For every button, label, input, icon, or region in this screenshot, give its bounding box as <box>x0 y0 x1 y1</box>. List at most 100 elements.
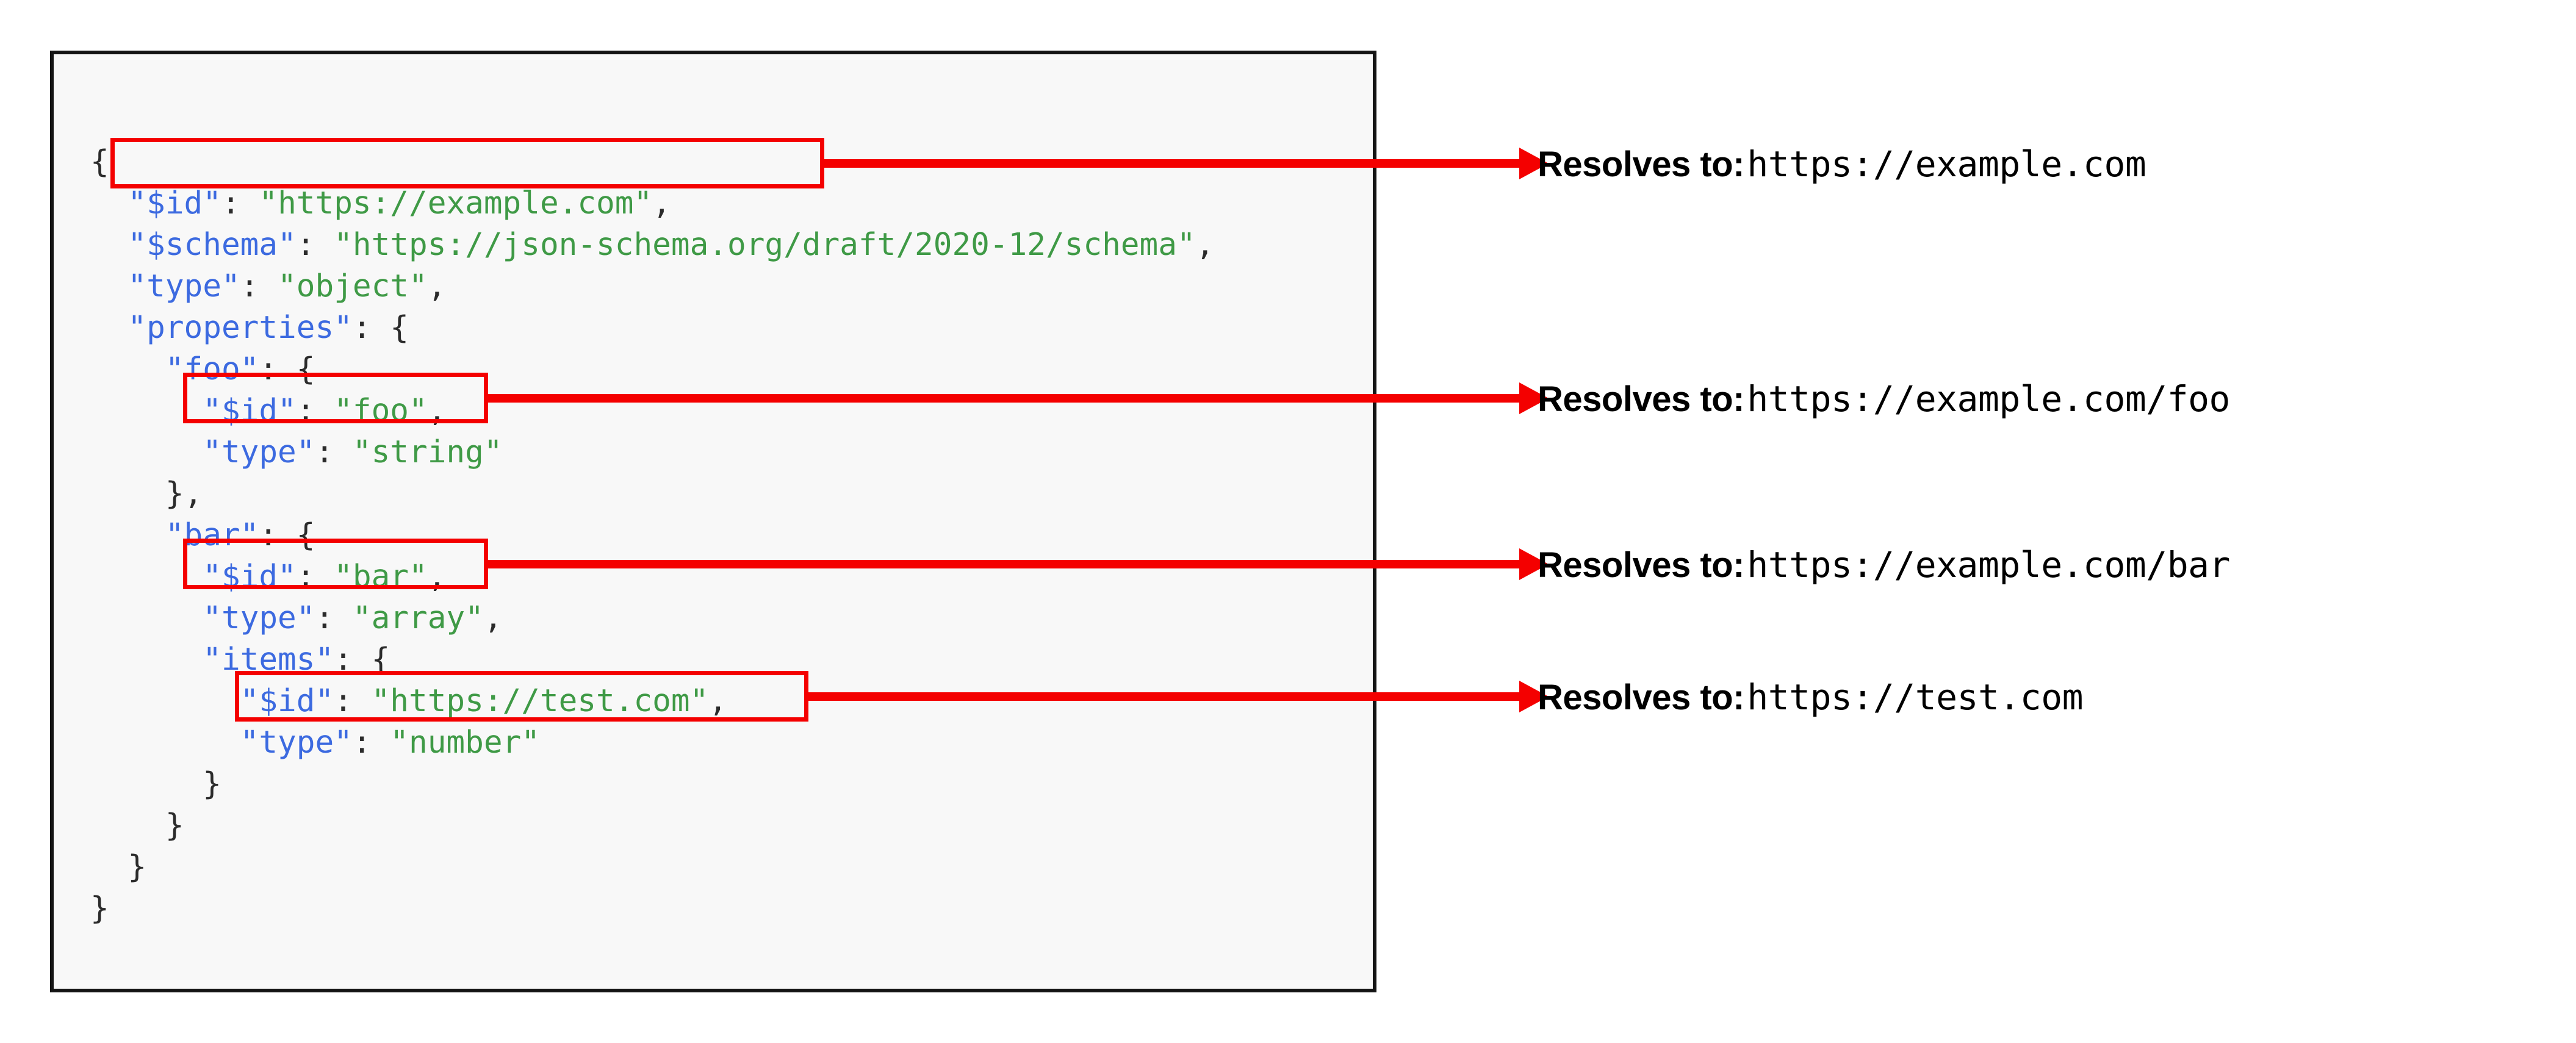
code-token: "array" <box>352 600 484 636</box>
code-token: : <box>221 185 259 221</box>
code-token: , <box>427 268 447 304</box>
arrow-shaft <box>807 692 1519 701</box>
code-token <box>90 351 165 387</box>
code-line: { <box>90 142 1214 183</box>
code-token: "number" <box>390 725 540 761</box>
code-line: } <box>90 805 1214 847</box>
code-line: "properties": { <box>90 307 1214 349</box>
arrow-shaft <box>486 394 1519 403</box>
code-token <box>90 600 203 636</box>
code-line: "$id": "https://test.com", <box>90 681 1214 722</box>
code-token <box>90 683 240 719</box>
annotation-resolves-to-3: Resolves to: https://example.com/bar <box>1538 547 2230 583</box>
annotation-url: https://example.com/foo <box>1747 378 2230 420</box>
arrow-head <box>1519 681 1549 712</box>
code-token: "bar" <box>165 517 259 553</box>
code-token: "string" <box>352 434 503 470</box>
code-token: "$id" <box>203 559 297 595</box>
annotation-label: Resolves to: <box>1538 545 1744 585</box>
code-token <box>90 517 165 553</box>
code-token: } <box>90 808 184 844</box>
code-token: : { <box>259 517 315 553</box>
code-token: "type" <box>203 600 315 636</box>
annotation-url: https://test.com <box>1747 676 2084 718</box>
json-code-listing: { "$id": "https://example.com", "$schema… <box>90 142 1214 930</box>
code-token: : <box>240 268 278 304</box>
code-token: , <box>708 683 727 719</box>
code-token <box>90 393 203 429</box>
annotation-label: Resolves to: <box>1538 145 1744 184</box>
code-line: "$schema": "https://json-schema.org/draf… <box>90 224 1214 266</box>
code-line: "type": "number" <box>90 722 1214 764</box>
code-token: "type" <box>240 725 353 761</box>
code-token <box>90 559 203 595</box>
code-line: } <box>90 847 1214 888</box>
annotation-url: https://example.com/bar <box>1747 544 2230 586</box>
code-token: : <box>352 725 390 761</box>
code-token: } <box>90 849 147 885</box>
code-token: "https://json-schema.org/draft/2020-12/s… <box>334 227 1196 263</box>
code-token: : <box>315 600 353 636</box>
code-token: , <box>652 185 671 221</box>
code-token: : <box>296 559 334 595</box>
code-token: "https://example.com" <box>259 185 653 221</box>
code-token: "$id" <box>240 683 334 719</box>
code-line: }, <box>90 473 1214 515</box>
code-token: "bar" <box>334 559 428 595</box>
code-token: "$schema" <box>128 227 297 263</box>
code-token: , <box>427 559 447 595</box>
code-token: "foo" <box>334 393 428 429</box>
code-token: "type" <box>203 434 315 470</box>
code-token: : { <box>352 310 409 346</box>
code-token: "foo" <box>165 351 259 387</box>
annotation-url: https://example.com <box>1747 143 2146 185</box>
arrow-shaft <box>486 560 1519 568</box>
code-token: "properties" <box>128 310 353 346</box>
code-token: : <box>296 227 334 263</box>
code-token: "type" <box>128 268 240 304</box>
code-token: , <box>483 600 503 636</box>
arrow-shaft <box>822 159 1519 168</box>
code-token: , <box>427 393 447 429</box>
arrow-head <box>1519 548 1549 580</box>
code-token <box>90 185 128 221</box>
code-line: "foo": { <box>90 349 1214 390</box>
code-token: : { <box>259 351 315 387</box>
code-token: "items" <box>203 642 334 678</box>
arrow-head <box>1519 382 1549 414</box>
code-token <box>90 268 128 304</box>
code-token: "$id" <box>128 185 221 221</box>
json-code-panel: { "$id": "https://example.com", "$schema… <box>50 51 1376 992</box>
code-token: } <box>90 766 221 802</box>
annotation-resolves-to-2: Resolves to: https://example.com/foo <box>1538 381 2230 417</box>
code-line: "type": "array", <box>90 598 1214 639</box>
code-token: : <box>315 434 353 470</box>
code-token <box>90 725 240 761</box>
annotation-resolves-to-1: Resolves to: https://example.com <box>1538 146 2146 182</box>
code-line: "type": "object", <box>90 266 1214 307</box>
annotation-resolves-to-4: Resolves to: https://test.com <box>1538 676 2084 718</box>
code-token: : { <box>334 642 390 678</box>
code-token <box>90 227 128 263</box>
code-token <box>90 642 203 678</box>
code-line: "items": { <box>90 639 1214 681</box>
code-line: } <box>90 888 1214 930</box>
arrow-head <box>1519 148 1549 179</box>
code-token: }, <box>90 476 203 512</box>
annotation-label: Resolves to: <box>1538 678 1744 717</box>
annotation-label: Resolves to: <box>1538 379 1744 419</box>
code-line: "type": "string" <box>90 432 1214 473</box>
code-line: "$id": "https://example.com", <box>90 183 1214 224</box>
code-token: : <box>334 683 372 719</box>
code-token: , <box>1195 227 1215 263</box>
code-token: "https://test.com" <box>371 683 709 719</box>
code-token: { <box>90 144 109 180</box>
code-token: } <box>90 891 109 927</box>
code-token: "$id" <box>203 393 297 429</box>
code-token: "object" <box>278 268 428 304</box>
code-token: : <box>296 393 334 429</box>
code-line: "bar": { <box>90 515 1214 556</box>
code-token <box>90 310 128 346</box>
code-token <box>90 434 203 470</box>
code-line: } <box>90 764 1214 805</box>
